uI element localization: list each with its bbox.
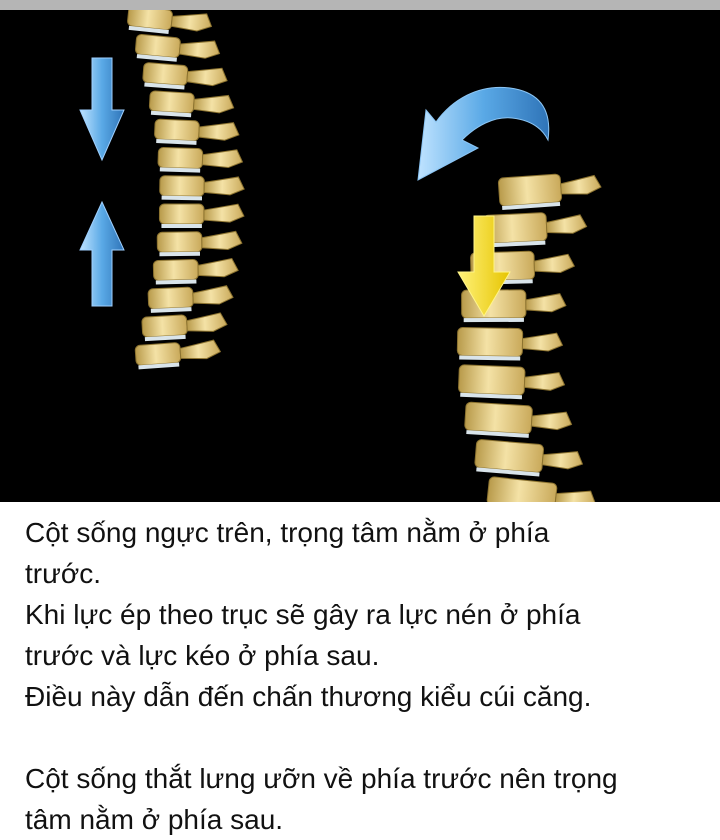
- vertebra: [159, 175, 245, 201]
- vertebra: [134, 33, 221, 62]
- vertebra: [157, 146, 244, 173]
- yellow-force-arrow-icon: [457, 215, 511, 317]
- compression-arrow-icon: [79, 57, 125, 307]
- thoracic-spine: [127, 10, 245, 370]
- top-bar: [0, 0, 720, 10]
- caption-line: Cột sống thắt lưng ưỡn về phía trước nên…: [25, 763, 618, 794]
- spine-illustration: [0, 10, 720, 502]
- caption-line: Cột sống ngực trên, trọng tâm nằm ở phía: [25, 517, 550, 548]
- vertebra: [482, 212, 588, 248]
- caption-line: Điều này dẫn đến chấn thương kiểu cúi că…: [25, 681, 592, 712]
- caption-line: trước.: [25, 558, 101, 589]
- vertebra: [154, 118, 240, 145]
- vertebra: [497, 173, 602, 210]
- vertebra: [464, 401, 573, 438]
- vertebra: [148, 90, 235, 118]
- vertebra: [134, 339, 222, 370]
- caption-line: tâm nằm ở phía sau.: [25, 804, 284, 835]
- caption-text: Cột sống ngực trên, trọng tâm nằm ở phía…: [25, 512, 705, 840]
- rotation-arrow-icon: [417, 86, 550, 181]
- vertebra: [486, 476, 597, 502]
- caption-line: Khi lực ép theo trục sẽ gây ra lực nén ở…: [25, 599, 581, 630]
- caption-line: trước và lực kéo ở phía sau.: [25, 640, 380, 671]
- vertebra: [142, 62, 228, 90]
- paragraph-gap: [25, 717, 705, 758]
- lumbar-spine: [456, 173, 602, 502]
- vertebra: [156, 230, 243, 257]
- vertebra: [127, 10, 213, 35]
- vertebra: [474, 439, 584, 477]
- vertebra: [456, 327, 564, 361]
- vertebra: [152, 257, 239, 285]
- vertebra: [147, 285, 234, 313]
- vertebra: [158, 203, 245, 229]
- vertebra: [141, 312, 228, 342]
- vertebra: [458, 364, 566, 400]
